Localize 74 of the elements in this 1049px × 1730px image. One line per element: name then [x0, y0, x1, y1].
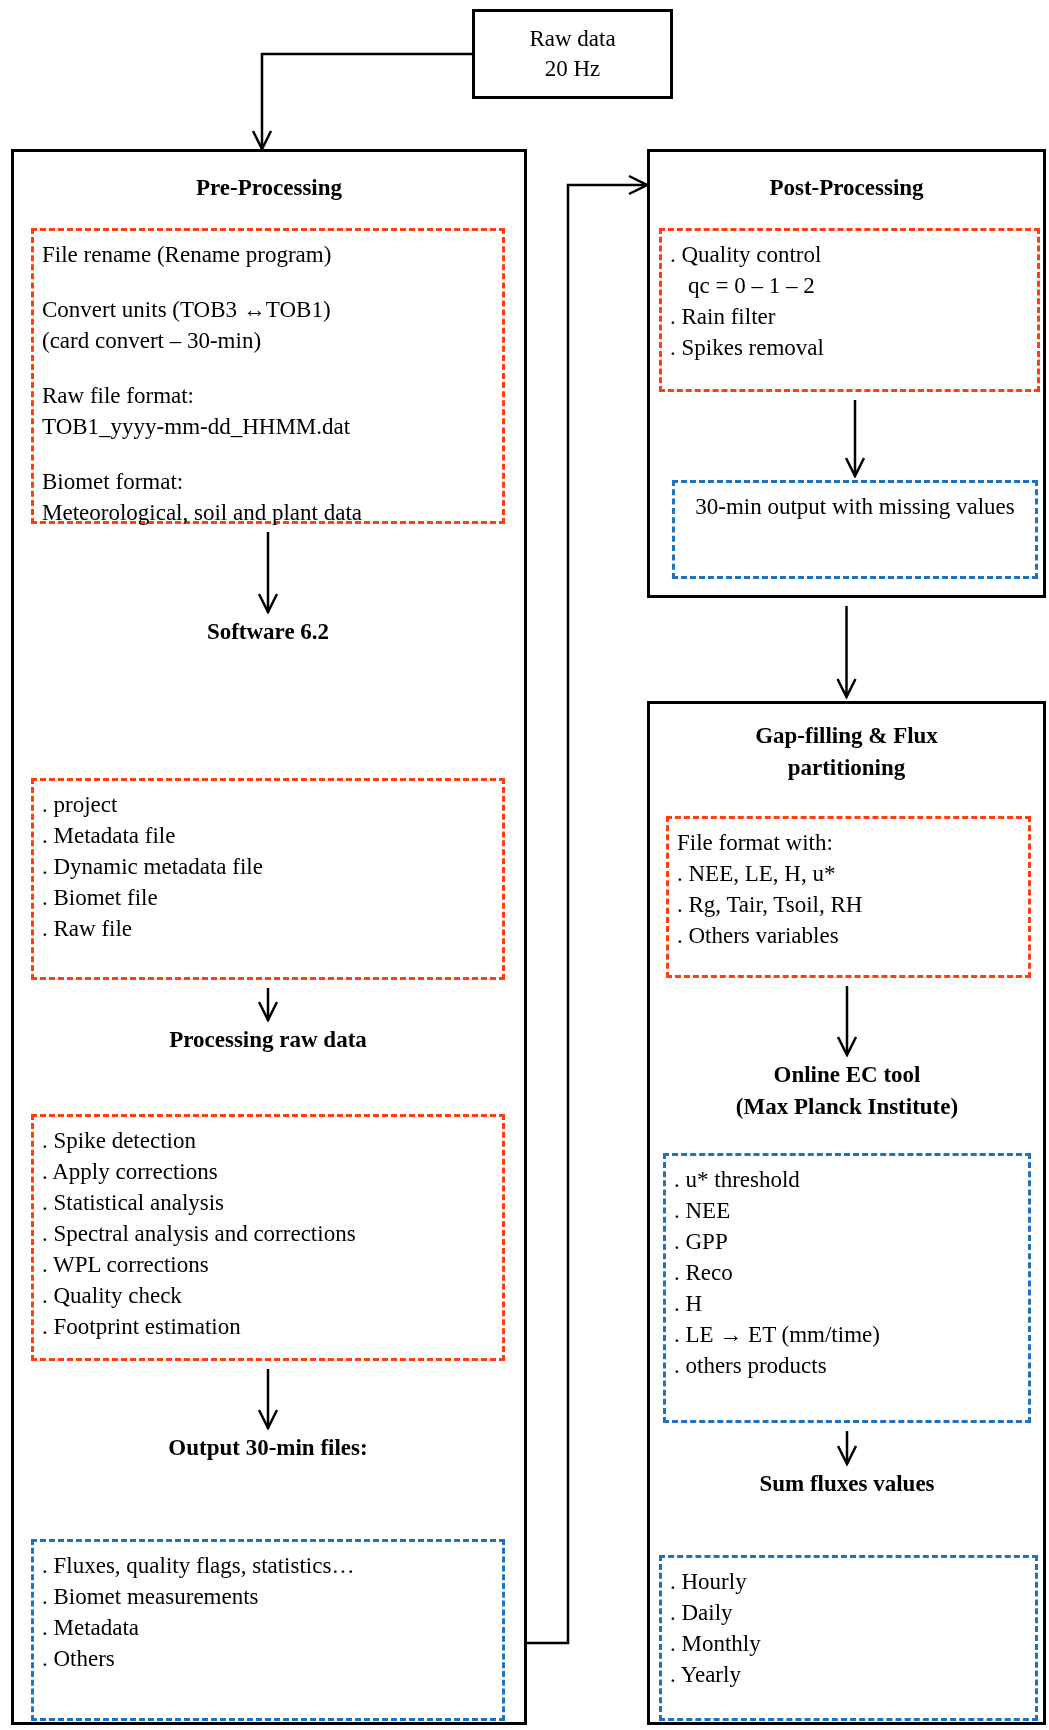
panel-heading: Gap-filling & Flux partitioning — [754, 722, 939, 782]
list-item: Convert units (TOB3 ↔TOB1) — [42, 296, 332, 324]
list-item: File format with: — [677, 829, 834, 857]
list-item: . Rain filter — [670, 303, 777, 331]
list-item: . Statistical analysis — [42, 1189, 226, 1217]
list-item: . Rg, Tair, Tsoil, RH — [677, 891, 864, 919]
list-item: . Monthly — [670, 1630, 762, 1658]
list-item: qc = 0 – 1 – 2 — [687, 272, 816, 300]
arrow — [257, 1369, 279, 1430]
section-heading: Sum fluxes values — [663, 1468, 1031, 1502]
list-item: (card convert – 30-min) — [42, 327, 263, 355]
list-item: . Spectral analysis and corrections — [42, 1220, 357, 1248]
list-item: . Spikes removal — [670, 334, 825, 362]
heading-line: (Max Planck Institute) — [734, 1093, 960, 1121]
dashed-box — [659, 228, 1040, 392]
arrow — [836, 986, 858, 1057]
list-item: . Metadata file — [42, 822, 177, 850]
list-item: . Metadata — [42, 1614, 141, 1642]
list-item: . Biomet file — [42, 884, 159, 912]
dashed-box — [663, 1153, 1031, 1423]
dashed-box — [31, 228, 505, 524]
dashed-box — [31, 778, 505, 980]
arrow — [527, 174, 649, 1645]
dashed-box — [31, 1539, 505, 1721]
list-item: . Daily — [670, 1599, 734, 1627]
section-heading: Processing raw data — [31, 1024, 505, 1058]
section-heading: Software 6.2 — [31, 616, 505, 650]
arrow — [257, 988, 279, 1022]
list-item: . Hourly — [670, 1568, 748, 1596]
panel-heading: Post-Processing — [768, 174, 925, 202]
list-item: . others products — [674, 1352, 828, 1380]
list-item: 30-min output with missing values — [694, 493, 1016, 521]
dashed-box — [659, 1555, 1038, 1721]
arrow — [844, 400, 866, 478]
list-item: . Others — [42, 1645, 116, 1673]
list-item: Biomet format: — [42, 468, 185, 496]
arrow — [251, 52, 472, 151]
list-item: . Apply corrections — [42, 1158, 219, 1186]
list-item: . GPP — [674, 1228, 729, 1256]
process-panel — [647, 701, 1046, 1725]
process-panel — [647, 149, 1046, 598]
list-item: . Raw file — [42, 915, 134, 943]
list-item: . project — [42, 791, 119, 819]
list-item: . NEE — [674, 1197, 732, 1225]
list-item: . Fluxes, quality flags, statistics… — [42, 1552, 356, 1580]
list-item: Meteorological, soil and plant data — [42, 499, 363, 527]
list-item: . Yearly — [670, 1661, 742, 1689]
list-item: . Biomet measurements — [42, 1583, 260, 1611]
arrow — [836, 1431, 858, 1466]
list-item: . Footprint estimation — [42, 1313, 242, 1341]
list-item: . Reco — [674, 1259, 734, 1287]
heading-line: Online EC tool — [772, 1061, 922, 1089]
process-box: Raw data 20 Hz — [472, 9, 673, 99]
list-item: . Dynamic metadata file — [42, 853, 264, 881]
list-item: . LE → ET (mm/time) — [674, 1321, 881, 1349]
list-item: File rename (Rename program) — [42, 241, 333, 269]
list-item: . u* threshold — [674, 1166, 801, 1194]
arrow — [257, 532, 279, 614]
section-heading: Output 30-min files: — [31, 1432, 505, 1466]
arrow — [836, 606, 857, 699]
panel-heading: Pre-Processing — [194, 174, 344, 202]
process-panel — [11, 149, 527, 1725]
list-item: . Spike detection — [42, 1127, 197, 1155]
dashed-box — [31, 1114, 505, 1361]
list-item: . Quality control — [670, 241, 823, 269]
list-item: . Quality check — [42, 1282, 183, 1310]
list-item: . H — [674, 1290, 704, 1318]
dashed-box — [666, 816, 1031, 978]
list-item: TOB1_yyyy-mm-dd_HHMM.dat — [42, 413, 352, 441]
dashed-box — [672, 480, 1038, 579]
list-item: . Others variables — [677, 922, 840, 950]
list-item: Raw file format: — [42, 382, 195, 410]
list-item: . NEE, LE, H, u* — [677, 860, 837, 888]
list-item: . WPL corrections — [42, 1251, 210, 1279]
